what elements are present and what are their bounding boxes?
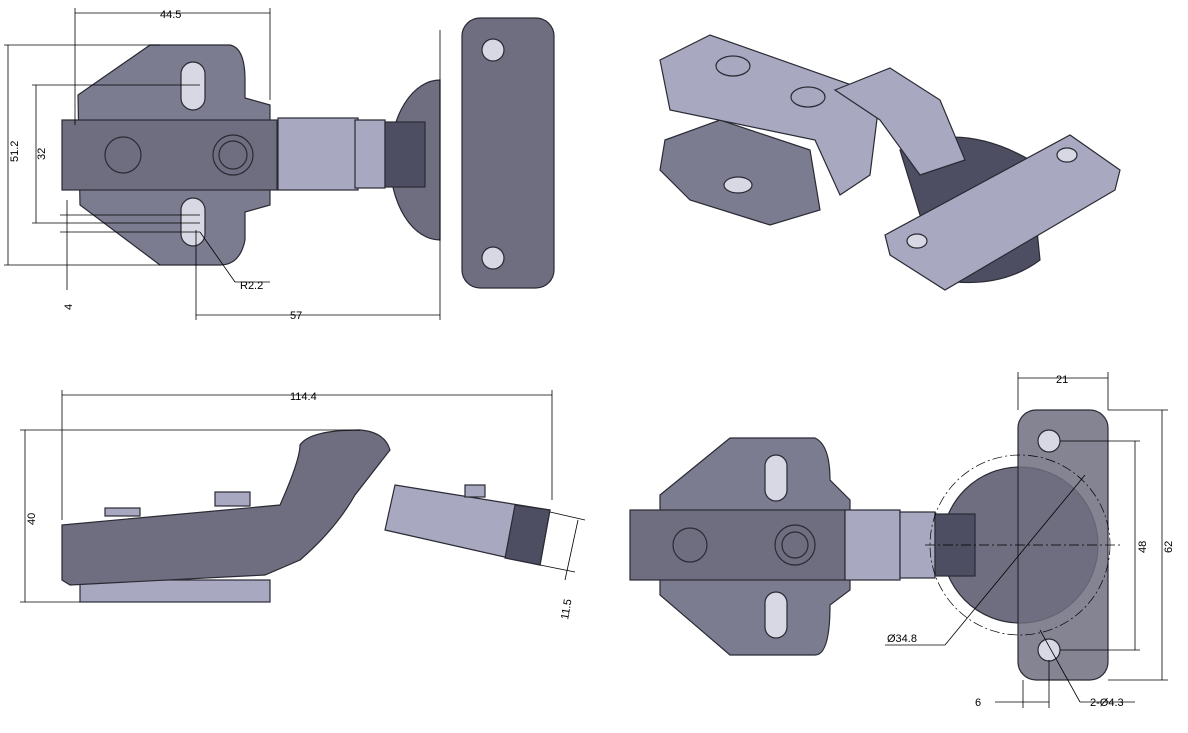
plate-hole-top — [481, 38, 505, 62]
iso-rivet-1 — [715, 55, 751, 77]
dim-21: 21 — [1056, 374, 1068, 386]
knuckle — [277, 117, 359, 191]
iso-knuckle — [833, 67, 966, 176]
front-plate-hole-bottom — [1037, 638, 1061, 662]
iso-arm — [659, 34, 881, 196]
plate-hole-bottom — [481, 246, 505, 270]
side-rivet-1 — [104, 507, 141, 517]
dim-4: 4 — [63, 304, 75, 310]
dim-40: 40 — [26, 513, 38, 525]
front-view — [629, 372, 1168, 708]
dim-114-4: 114.4 — [290, 391, 317, 403]
dim-51-2: 51.2 — [9, 141, 21, 162]
dim-6: 6 — [975, 697, 981, 709]
top-view — [4, 8, 555, 320]
iso-plate — [884, 134, 1121, 291]
side-rivet-2 — [214, 491, 251, 507]
knuckle-2 — [354, 119, 386, 189]
slot-bottom — [180, 197, 206, 247]
dim-32: 32 — [36, 148, 48, 160]
iso-base — [659, 119, 821, 226]
rivet-2-inner — [218, 140, 248, 170]
iso-slot — [723, 176, 753, 194]
front-knuckle-2 — [899, 511, 936, 579]
dim-hole-diameter: 2-Ø4.3 — [1090, 697, 1124, 709]
front-knuckle — [844, 509, 901, 581]
dim-cup-diameter: Ø34.8 — [887, 633, 917, 645]
dim-11-5: 11.5 — [559, 598, 574, 620]
slot-top — [180, 61, 206, 111]
dim-57: 57 — [290, 310, 302, 322]
rivet-1 — [104, 136, 142, 174]
isometric-view — [659, 34, 1121, 291]
dim-44-5: 44.5 — [160, 9, 181, 21]
dim-48: 48 — [1137, 541, 1149, 553]
side-arm — [61, 429, 391, 586]
front-rivet-1 — [672, 527, 708, 563]
front-plate-hole-top — [1037, 429, 1061, 453]
dim-62: 62 — [1163, 541, 1175, 553]
arm-end — [384, 121, 426, 188]
front-rivet-2-inner — [781, 531, 809, 559]
side-view — [20, 390, 586, 603]
dim-r2-2: R2.2 — [240, 280, 263, 292]
side-plate-boss — [464, 484, 486, 498]
front-slot-bottom — [764, 591, 788, 639]
iso-rivet-2 — [790, 86, 826, 108]
iso-hole-1 — [1056, 147, 1078, 163]
front-slot-top — [764, 454, 788, 502]
iso-hole-2 — [906, 233, 928, 249]
mounting-plate — [461, 17, 555, 289]
